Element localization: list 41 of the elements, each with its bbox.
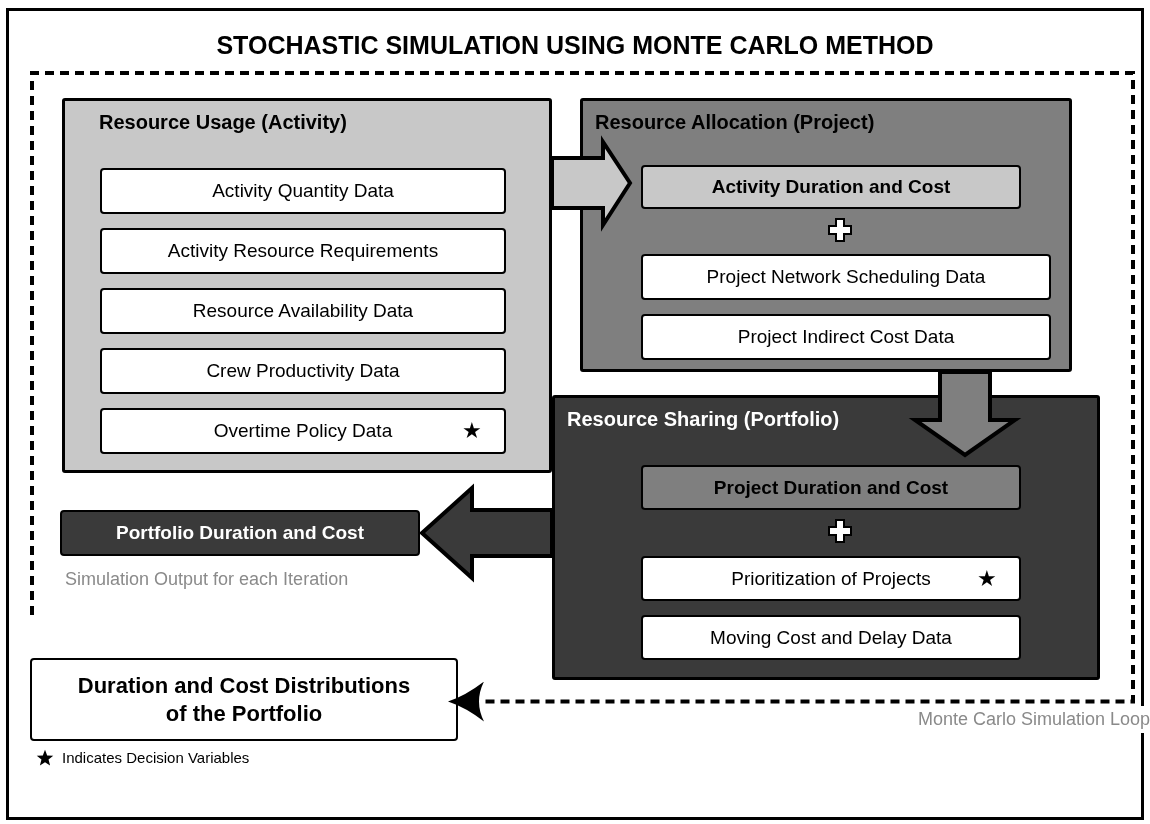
block-arrow <box>419 483 554 583</box>
block-arrow <box>550 135 633 232</box>
box-text: Moving Cost and Delay Data <box>710 625 952 650</box>
panel <box>552 395 1100 680</box>
process-box <box>641 314 1051 360</box>
process-box <box>100 408 506 454</box>
box-text: Duration and Cost Distributions of the Portfolio <box>76 672 412 727</box>
box-text: Prioritization of Projects <box>731 566 931 591</box>
process-box <box>100 348 506 394</box>
panel <box>580 98 1072 372</box>
process-box <box>100 288 506 334</box>
star-icon: ★ <box>977 567 997 590</box>
node-label: Simulation Output for each Iteration <box>65 568 349 591</box>
panel <box>62 98 552 473</box>
box-text: Crew Productivity Data <box>206 359 400 383</box>
process-box <box>60 510 420 556</box>
star-icon: ★ <box>462 420 482 442</box>
box-text: Overtime Policy Data <box>213 419 393 443</box>
box-text: Activity Quantity Data <box>212 179 394 203</box>
edge-label: Monte Carlo Simulation Loop <box>918 706 1150 733</box>
box-text: Project Network Scheduling Data <box>706 265 986 289</box>
process-box <box>641 165 1021 209</box>
process-box <box>100 168 506 214</box>
process-box <box>641 465 1021 510</box>
box-text: Project Duration and Cost <box>713 475 949 500</box>
box-text: Activity Resource Requirements <box>167 239 439 263</box>
process-box <box>641 615 1021 660</box>
process-box <box>100 228 506 274</box>
box-text: Resource Availability Data <box>192 299 414 323</box>
panel-title: Resource Usage (Activity) <box>99 110 347 135</box>
process-box <box>30 658 458 741</box>
panel-title: Resource Sharing (Portfolio) <box>567 407 840 432</box>
process-box <box>641 254 1051 300</box>
title: STOCHASTIC SIMULATION USING MONTE CARLO METHOD <box>215 30 935 61</box>
box-text: Portfolio Duration and Cost <box>115 521 364 545</box>
box-text: Activity Duration and Cost <box>711 175 951 199</box>
legend-text: Indicates Decision Variables <box>62 748 250 768</box>
panel-title: Resource Allocation (Project) <box>595 110 875 135</box>
block-arrow <box>908 370 1022 458</box>
process-box <box>641 556 1021 601</box>
box-text: Project Indirect Cost Data <box>737 325 955 349</box>
